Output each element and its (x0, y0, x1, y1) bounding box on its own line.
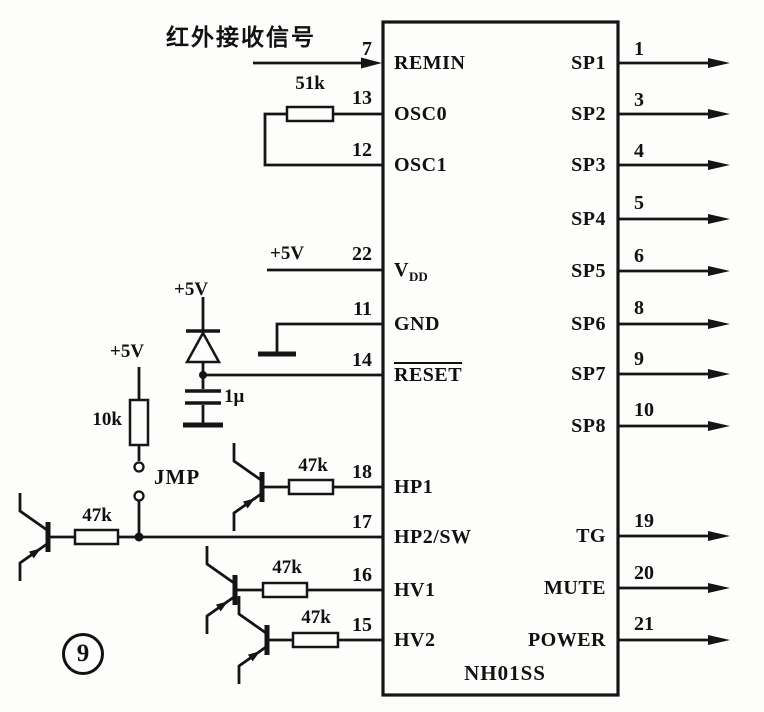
resistor-47k-hv1 (261, 581, 309, 599)
pin-number-16: 16 (352, 564, 372, 586)
pin-number-21: 21 (634, 613, 654, 635)
vdd-supply-label: +5V (270, 243, 305, 264)
input-signal-annotation: 红外接收信号 (166, 25, 316, 51)
pin-number-6: 6 (634, 245, 644, 267)
pin-label-osc1: OSC1 (394, 154, 448, 176)
resistor-47k-hv1-label: 47k (272, 557, 302, 578)
wire-mute (618, 583, 730, 593)
pin-number-14: 14 (352, 349, 372, 371)
pin-label-vdd: VDD (394, 257, 428, 284)
transistor-hv2-icon (237, 596, 270, 684)
output-wires (618, 58, 730, 645)
pin-label-vdd-sub: DD (408, 269, 428, 284)
jumper-terminal-top (133, 461, 145, 473)
pin-number-3: 3 (634, 89, 644, 111)
wire-power (618, 635, 730, 645)
transistor-hp2-icon (18, 493, 51, 581)
wire-sp6 (618, 319, 730, 329)
pin-label-vdd-main: V (394, 259, 409, 281)
figure-number: 9 (76, 640, 90, 667)
jumper-jmp-label: JMP (154, 465, 201, 489)
pin-label-osc0: OSC0 (394, 103, 448, 125)
pin-label-sp7: SP7 (571, 363, 606, 385)
wire-sp5 (618, 266, 730, 276)
capacitor-symbol-icon (183, 375, 223, 428)
transistor-hp1-icon (232, 443, 265, 531)
pin-number-1: 1 (634, 38, 644, 60)
pin-label-sp3: SP3 (571, 154, 606, 176)
resistor-47k-hp1-label: 47k (298, 455, 328, 476)
pin-label-reset: RESET (394, 364, 463, 386)
pin-number-9: 9 (634, 348, 644, 370)
pin-label-tg: TG (576, 525, 606, 547)
pin-label-hv2: HV2 (394, 629, 436, 651)
capacitor-1u-label: 1μ (224, 386, 245, 407)
reset-supply-label: +5V (174, 279, 209, 300)
pin-label-gnd: GND (394, 313, 440, 335)
arrowhead-remin-icon (361, 57, 382, 69)
pin-number-13: 13 (352, 87, 372, 109)
diode-symbol-icon (184, 297, 222, 375)
pin-number-10: 10 (634, 399, 654, 421)
pin-label-hp1: HP1 (394, 476, 434, 498)
pin-label-sp1: SP1 (571, 52, 606, 74)
pin-label-hp2-sw: HP2/SW (394, 526, 472, 548)
resistor-47k-hv2-label: 47k (301, 607, 331, 628)
pin-number-12: 12 (352, 139, 372, 161)
chip-name: NH01SS (464, 661, 546, 685)
resistor-47k-hp1 (287, 478, 335, 496)
resistor-10k (128, 398, 150, 447)
jumper-pullup-network (128, 367, 150, 542)
pin-number-7: 7 (362, 38, 372, 60)
pin-number-17: 17 (352, 511, 372, 533)
pin-label-hv1: HV1 (394, 579, 436, 601)
pin-number-19: 19 (634, 510, 654, 532)
wire-sp2 (618, 109, 730, 119)
wire-sp4 (618, 214, 730, 224)
pin-number-4: 4 (634, 140, 644, 162)
pin-label-sp5: SP5 (571, 260, 606, 282)
pin-number-15: 15 (352, 614, 372, 636)
ground-network-gnd (258, 322, 383, 357)
resistor-47k-hv2 (291, 631, 340, 649)
wire-sp1 (618, 58, 730, 68)
pin-label-mute: MUTE (544, 577, 606, 599)
wire-sp7 (618, 369, 730, 379)
pin-label-sp4: SP4 (571, 208, 606, 230)
wire-remin (253, 57, 382, 69)
resistor-51k-label: 51k (295, 73, 325, 94)
jumper-terminal-bottom (133, 490, 145, 502)
pin-number-18: 18 (352, 461, 372, 483)
pin-number-8: 8 (634, 297, 644, 319)
resistor-47k-hp2 (73, 528, 120, 546)
pin-label-power: POWER (527, 629, 606, 651)
transistor-hv1-icon (205, 546, 238, 634)
wire-sp3 (618, 160, 730, 170)
oscillator-network (263, 105, 383, 167)
pin-label-sp6: SP6 (571, 313, 606, 335)
pin-label-remin: REMIN (394, 52, 466, 74)
pin-number-20: 20 (634, 562, 654, 584)
ic-outline (381, 20, 620, 697)
wire-tg (618, 531, 730, 541)
resistor-10k-label: 10k (92, 409, 122, 430)
pin-number-22: 22 (352, 243, 372, 265)
pin-number-5: 5 (634, 192, 644, 214)
resistor-47k-hp2-label: 47k (82, 505, 112, 526)
reset-network (183, 297, 383, 428)
resistor-51k (285, 105, 335, 123)
pin-number-11: 11 (353, 298, 372, 320)
wire-sp8 (618, 421, 730, 431)
pin-label-sp2: SP2 (571, 103, 606, 125)
wire-osc1-loop (263, 112, 383, 167)
pin-label-sp8: SP8 (571, 415, 606, 437)
jumper-supply-label: +5V (110, 341, 145, 362)
figure-number-badge: 9 (62, 633, 104, 675)
